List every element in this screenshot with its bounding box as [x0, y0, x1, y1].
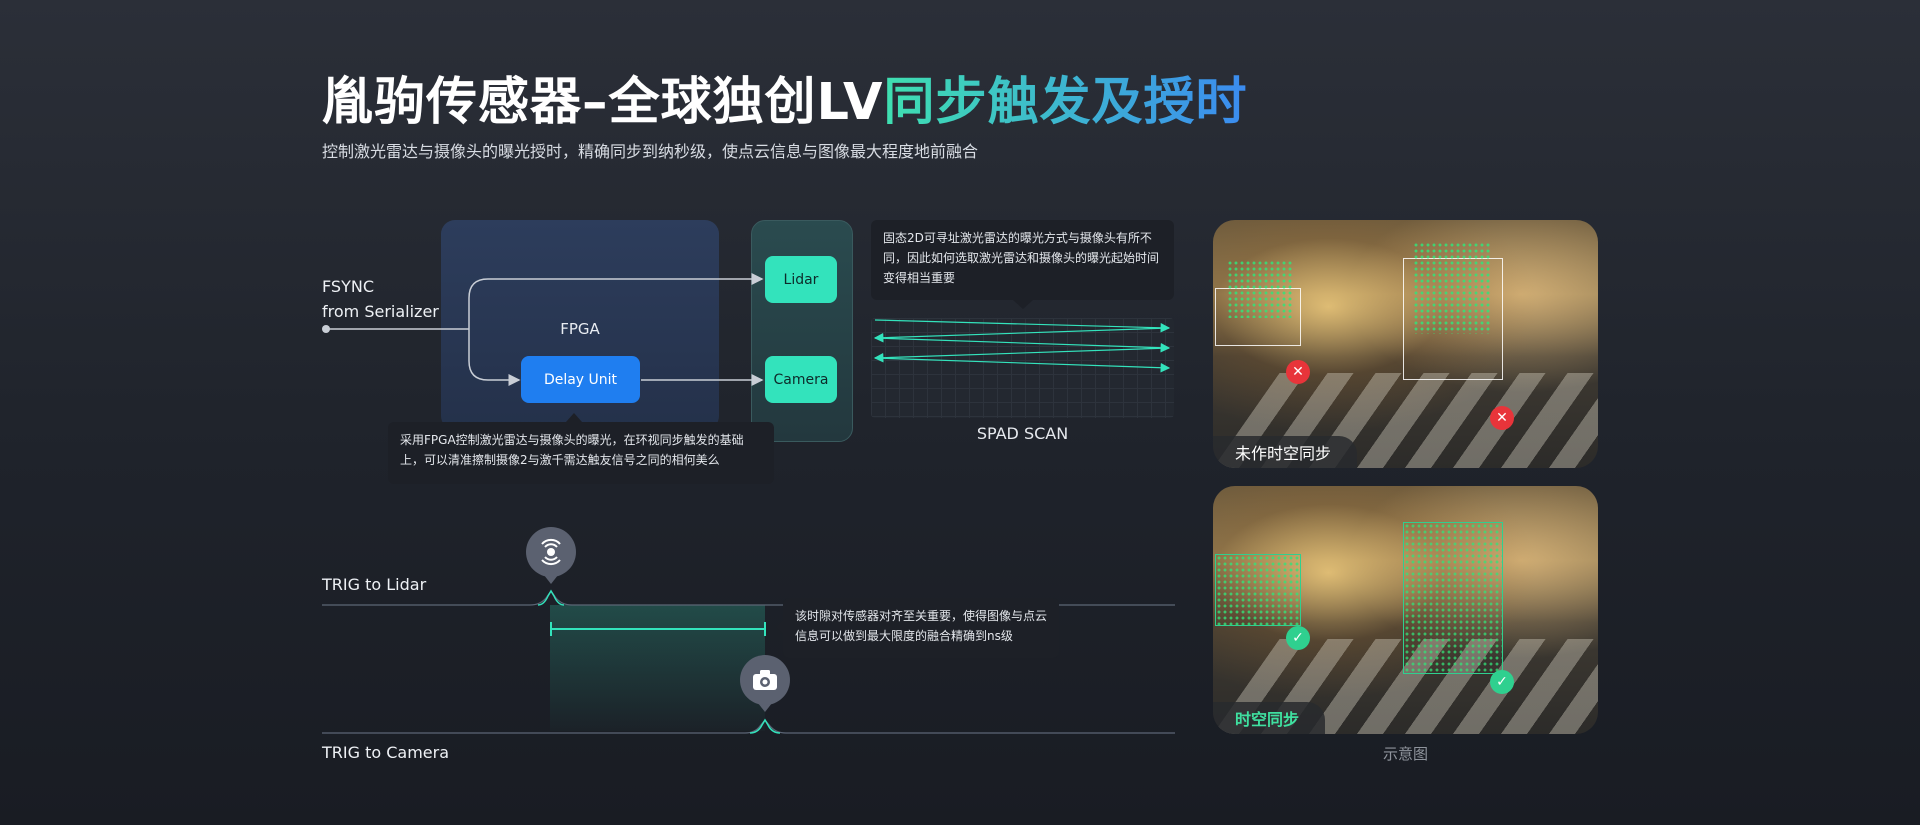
spad-scan-grid: [871, 318, 1174, 418]
sync-gap-area: [550, 605, 765, 731]
fsync-line1: FSYNC: [322, 277, 374, 296]
cyclist-point-cloud: [1413, 242, 1491, 334]
fpga-tooltip: 采用FPGA控制激光雷达与摄像头的曝光，在环视同步触发的基础上，可以清准擦制摄像…: [388, 422, 774, 484]
fsync-line2: from Serializer: [322, 302, 439, 321]
car-point-cloud: [1227, 260, 1293, 318]
synced-photo: ✓ ✓ 时空同步: [1213, 486, 1598, 734]
camera-icon: [740, 655, 790, 705]
fsync-label: FSYNC from Serializer: [322, 274, 439, 324]
check-icon: ✓: [1490, 670, 1514, 694]
lidar-connector: [468, 273, 764, 329]
title-highlight: 同步触发及授时: [883, 73, 1248, 132]
gap-tooltip: 该时隙对传感器对齐至关重要，使得图像与点云信息可以做到最大限度的融合精确到ns级: [783, 598, 1059, 658]
fpga-label: FPGA: [560, 320, 600, 338]
synced-caption: 时空同步: [1213, 702, 1326, 734]
car-box-synced: [1215, 554, 1301, 626]
unsynced-caption: 未作时空同步: [1213, 436, 1358, 468]
page-subtitle: 控制激光雷达与摄像头的曝光授时，精确同步到纳秒级，使点云信息与图像最大程度地前融…: [322, 142, 979, 161]
trig-camera-label: TRIG to Camera: [322, 743, 450, 762]
title-main: 胤驹传感器–全球独创LV: [322, 73, 884, 132]
cyclist-box-synced: [1403, 522, 1503, 674]
delay-connector: [468, 329, 521, 386]
cross-icon: ✕: [1286, 360, 1310, 384]
lidar-sensor-icon: [526, 527, 576, 577]
lidar-pulse: [537, 589, 565, 606]
illustration-note: 示意图: [1382, 745, 1428, 763]
cross-icon: ✕: [1490, 406, 1514, 430]
camera-pulse: [749, 718, 781, 734]
delay-unit-block: Delay Unit: [521, 356, 640, 403]
spad-scan-label: SPAD SCAN: [976, 424, 1069, 443]
tip2-pointer: [1013, 300, 1033, 309]
page-title: 胤驹传感器–全球独创LV同步触发及授时: [322, 60, 1247, 134]
check-icon: ✓: [1286, 626, 1310, 650]
camera-trigger-line: [322, 719, 1175, 734]
lidar-block: Lidar: [765, 256, 837, 303]
camera-block: Camera: [765, 356, 837, 403]
tip3-pointer: [776, 620, 783, 634]
tip1-pointer: [566, 413, 582, 422]
spad-tooltip: 固态2D可寻址激光雷达的曝光方式与摄像头有所不同，因此如何选取激光雷达和摄像头的…: [871, 220, 1174, 300]
trig-lidar-label: TRIG to Lidar: [322, 575, 427, 594]
unsynced-photo: ✕ ✕ 未作时空同步: [1213, 220, 1598, 468]
spad-scan-beams: [873, 319, 1171, 373]
